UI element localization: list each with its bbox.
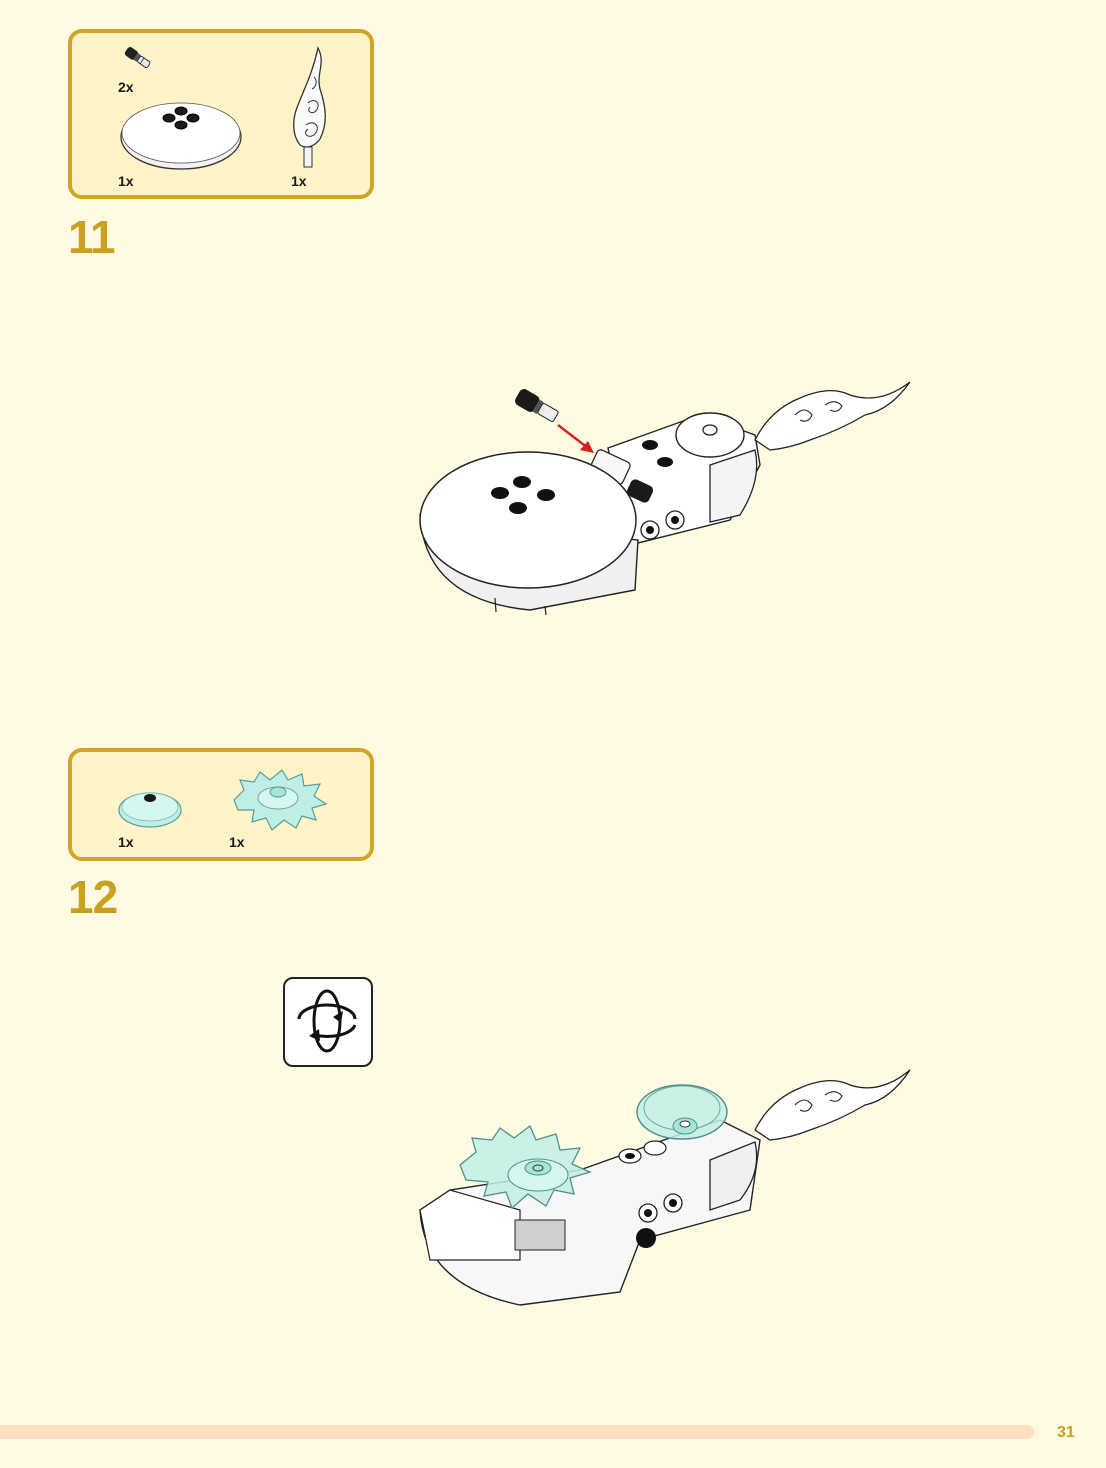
- part-quantity: 1x: [118, 173, 134, 189]
- black-pin-icon: [124, 47, 151, 69]
- step-number: 12: [68, 871, 118, 923]
- part-quantity: 1x: [229, 834, 245, 850]
- white-round-dish-icon: [120, 102, 242, 170]
- white-flame-wave-icon: [293, 46, 326, 168]
- footer-bar: [0, 1425, 1034, 1439]
- step-12-build-illustration: [419, 1069, 911, 1306]
- page-number: 31: [1057, 1424, 1075, 1441]
- part-quantity: 1x: [291, 173, 307, 189]
- parts-list-box-step-12: 1x 1x: [68, 748, 374, 861]
- trans-light-blue-dish-icon: [118, 792, 182, 828]
- rotate-model-icon: [283, 977, 373, 1067]
- parts-list-box-step-11: 2x 1x 1x: [68, 29, 374, 199]
- step-11-build-illustration: [419, 381, 911, 616]
- part-quantity: 1x: [118, 834, 134, 850]
- trans-light-blue-splash-icon: [233, 769, 328, 831]
- part-quantity: 2x: [118, 79, 134, 95]
- step-number: 11: [68, 211, 116, 263]
